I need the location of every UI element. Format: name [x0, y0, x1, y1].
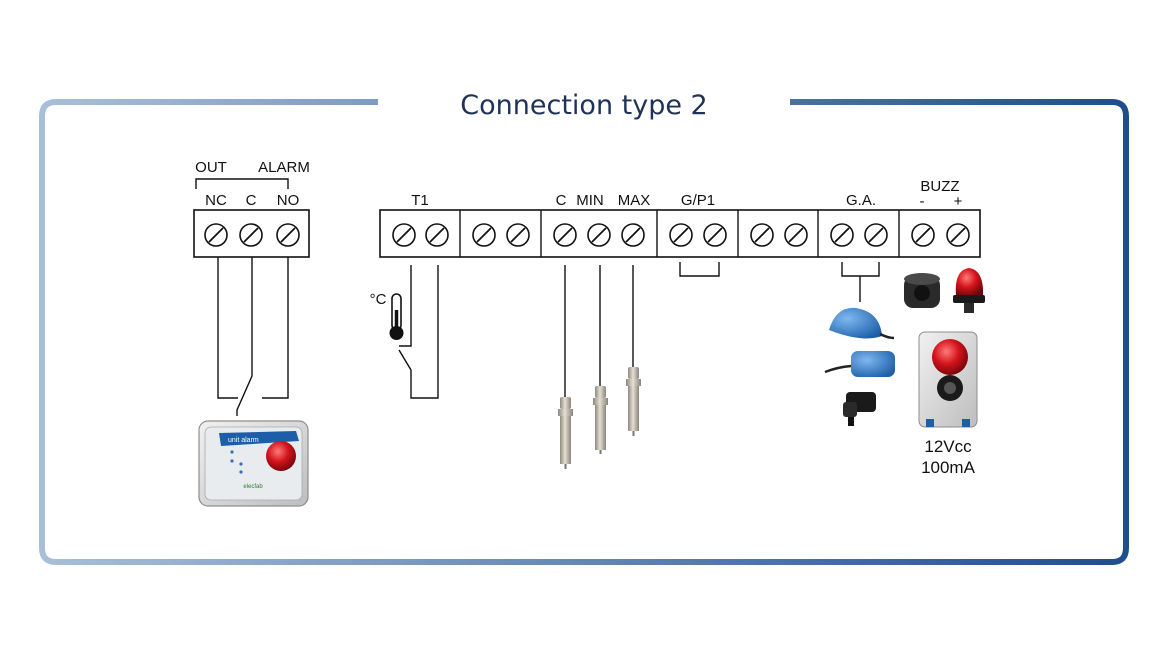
probe-icon	[593, 386, 608, 454]
buzz-label: BUZZ	[920, 178, 959, 195]
thermometer-icon: °C	[370, 291, 404, 340]
relay-terminal-nc-label: NC	[205, 192, 227, 209]
float-switch-icon	[829, 307, 895, 340]
probe-max-label: MAX	[618, 192, 651, 209]
terminal-screw	[276, 223, 300, 247]
probe-icon	[626, 367, 641, 436]
relay-terminal-c-label: C	[246, 192, 257, 209]
terminal-screw	[553, 223, 577, 247]
terminal-screw	[830, 223, 854, 247]
terminal-screw	[621, 223, 645, 247]
thermometer-unit: °C	[370, 291, 387, 308]
terminal-screw	[204, 223, 228, 247]
probe-wiring	[564, 265, 634, 397]
probe-c-label: C	[556, 192, 567, 209]
ga-label: G.A.	[846, 192, 876, 209]
device-label: unit alarm	[228, 437, 259, 444]
terminal-screw	[864, 223, 888, 247]
terminal-screw	[587, 223, 611, 247]
relay-wire-no	[262, 257, 289, 399]
probe-icon	[558, 397, 573, 469]
terminal-screw	[239, 223, 263, 247]
terminal-screw	[703, 223, 727, 247]
buzzer-spec-current: 100mA	[921, 458, 976, 477]
alarm-unit-icon	[918, 331, 978, 428]
terminal-screw	[946, 223, 970, 247]
relay-wire-nc	[217, 257, 238, 399]
terminal-screw	[911, 223, 935, 247]
main-terminal-strip: T1 C MIN MAX G/P1 G.A. BUZZ - +	[379, 178, 981, 302]
buzzer-icon	[904, 273, 940, 308]
terminal-screw	[392, 223, 416, 247]
terminal-screw	[506, 223, 530, 247]
buzzer-spec-voltage: 12Vcc	[924, 437, 972, 456]
terminal-screw	[750, 223, 774, 247]
t1-sensor-wiring	[398, 265, 439, 399]
relay-terminal-no-label: NO	[277, 192, 300, 209]
buzz-plus-label: +	[954, 193, 963, 210]
gp1-label: G/P1	[681, 192, 715, 209]
device-brand: elecfab	[243, 484, 263, 490]
buzz-minus-label: -	[920, 193, 925, 210]
relay-group-alarm-label: ALARM	[258, 159, 310, 176]
terminal-screw	[472, 223, 496, 247]
terminal-screw	[669, 223, 693, 247]
relay-group-out-label: OUT	[195, 159, 227, 176]
relay-terminal-block: OUT ALARM NC C NO	[193, 159, 310, 416]
relay-bracket	[195, 178, 289, 189]
float-switch-icon	[824, 351, 895, 377]
ga-bracket	[841, 262, 880, 277]
relay-wire-c	[236, 257, 253, 416]
terminal-screw	[784, 223, 808, 247]
t1-label: T1	[411, 192, 429, 209]
gp1-bridge	[679, 262, 720, 277]
probe-min-label: MIN	[576, 192, 604, 209]
terminal-screw	[425, 223, 449, 247]
pressure-switch-icon	[843, 392, 876, 426]
beacon-icon	[953, 268, 985, 313]
page-title: Connection type 2	[460, 90, 707, 121]
frame-border	[39, 99, 1129, 565]
alarm-unit-icon: unit alarm elecfab	[198, 420, 309, 507]
